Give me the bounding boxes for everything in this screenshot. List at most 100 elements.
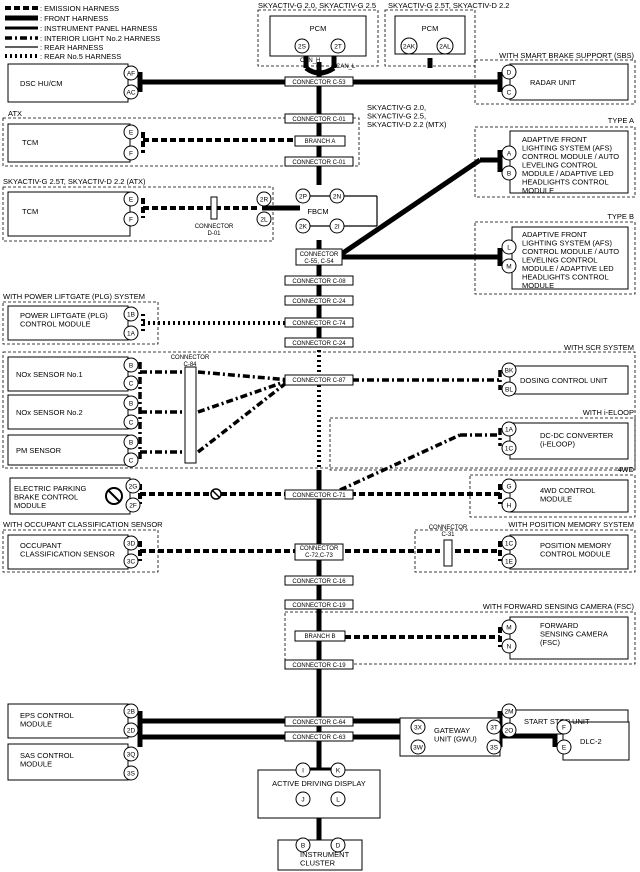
legend: : EMISSION HARNESS : FRONT HARNESS : INS…	[5, 4, 160, 61]
svg-text:2D: 2D	[127, 728, 136, 735]
group-title: SKYACTIV-G 2.5T, SKYACTIV-D 2.2 (ATX)	[3, 177, 146, 186]
svg-text:M: M	[506, 264, 511, 271]
pin: J	[295, 791, 311, 807]
svg-text:2N: 2N	[333, 194, 342, 201]
pin: 2P	[295, 188, 311, 204]
group-title: TYPE B	[607, 212, 634, 221]
pin: 3Q	[123, 746, 139, 762]
pin: I	[295, 762, 311, 778]
group-title-mtx: SKYACTIV-G 2.0,SKYACTIV-G 2.5,SKYACTIV-D…	[367, 103, 447, 129]
legend-item: : EMISSION HARNESS	[40, 4, 119, 13]
pin: 2N	[329, 188, 345, 204]
group-title: SKYACTIV-G 2.0, SKYACTIV-G 2.5	[258, 1, 376, 10]
pin: 2S	[294, 38, 310, 54]
pin: 3X	[410, 719, 426, 735]
connector-label: CONNECTOR C-71	[292, 493, 346, 499]
add-label: ACTIVE DRIVING DISPLAY	[272, 779, 366, 788]
svg-text:BK: BK	[505, 368, 514, 375]
svg-text:3S: 3S	[127, 771, 136, 778]
group-title: 4WD	[617, 465, 634, 474]
group-title: WITH POSITION MEMORY SYSTEM	[508, 520, 634, 529]
svg-text:2R: 2R	[260, 197, 269, 204]
svg-text:I: I	[302, 768, 304, 775]
svg-text:E: E	[562, 745, 567, 752]
group-title: WITH OCCUPANT CLASSIFICATION SENSOR	[3, 520, 163, 529]
svg-text:F: F	[129, 151, 133, 158]
svg-text:L: L	[336, 797, 340, 804]
pin: C	[123, 375, 139, 391]
group-title: WITH FORWARD SENSING CAMERA (FSC)	[483, 602, 635, 611]
pin: B	[295, 837, 311, 853]
pin: D	[330, 837, 346, 853]
svg-text:D: D	[336, 843, 341, 850]
no-symbol-icon	[105, 487, 123, 505]
pin: 2M	[501, 703, 517, 719]
tcm-label: TCM	[22, 207, 38, 216]
pin: H	[501, 497, 517, 513]
svg-text:C: C	[129, 420, 134, 427]
svg-text:D: D	[507, 70, 512, 77]
pin: 1A	[123, 325, 139, 341]
group-title: WITH SMART BRAKE SUPPORT (SBS)	[499, 51, 634, 60]
pin: 2F	[125, 497, 141, 513]
can-l-label: CAN_L	[336, 64, 356, 70]
pin: E	[123, 191, 139, 207]
pin: 2D	[123, 722, 139, 738]
plg-label: POWER LIFTGATE (PLG)CONTROL MODULE	[20, 311, 108, 329]
pin: C	[501, 84, 517, 100]
svg-text:2K: 2K	[299, 224, 308, 231]
modules	[7, 15, 630, 871]
pin: 2T	[330, 38, 346, 54]
no-symbol-icon	[210, 488, 222, 500]
pin: 2G	[125, 478, 141, 494]
connector-label: CONNECTOR C-01	[292, 117, 346, 123]
dlc-label: DLC-2	[580, 737, 602, 746]
pin: 3S	[486, 739, 502, 755]
svg-text:J: J	[301, 797, 304, 804]
connector-label: CONNECTOR C-01	[292, 160, 346, 166]
pin: E	[123, 124, 139, 140]
svg-text:K: K	[336, 768, 341, 775]
svg-text:3C: 3C	[127, 559, 136, 566]
legend-item: : REAR No.5 HARNESS	[40, 52, 121, 61]
connector-label: CONNECTOR C-87	[292, 378, 346, 384]
svg-text:N: N	[507, 644, 512, 651]
module-labels: PCM PCM DSC HU/CM RADAR UNIT TCM ADAPTIV…	[14, 24, 619, 868]
pin: B	[123, 434, 139, 450]
connectors	[184, 76, 453, 742]
pm-label: PM SENSOR	[16, 446, 62, 455]
svg-text:C: C	[129, 381, 134, 388]
pin: D	[501, 64, 517, 80]
svg-text:3W: 3W	[413, 745, 424, 752]
svg-text:2B: 2B	[127, 709, 135, 716]
legend-item: : INSTRUMENT PANEL HARNESS	[40, 24, 157, 33]
pin: BL	[501, 381, 517, 397]
svg-text:F: F	[562, 725, 566, 732]
group-title: WITH i-ELOOP	[583, 408, 634, 417]
pin: B	[123, 395, 139, 411]
svg-text:1C: 1C	[505, 541, 514, 548]
pin: 3C	[123, 553, 139, 569]
svg-text:3T: 3T	[490, 725, 498, 732]
pin: 3W	[410, 739, 426, 755]
pin: F	[123, 211, 139, 227]
svg-text:2S: 2S	[298, 44, 307, 51]
pin: F	[123, 145, 139, 161]
svg-text:1B: 1B	[127, 312, 135, 319]
legend-item: : REAR HARNESS	[40, 43, 103, 52]
group-title: WITH SCR SYSTEM	[564, 343, 634, 352]
svg-text:L: L	[507, 245, 511, 252]
pcm-label: PCM	[422, 24, 439, 33]
